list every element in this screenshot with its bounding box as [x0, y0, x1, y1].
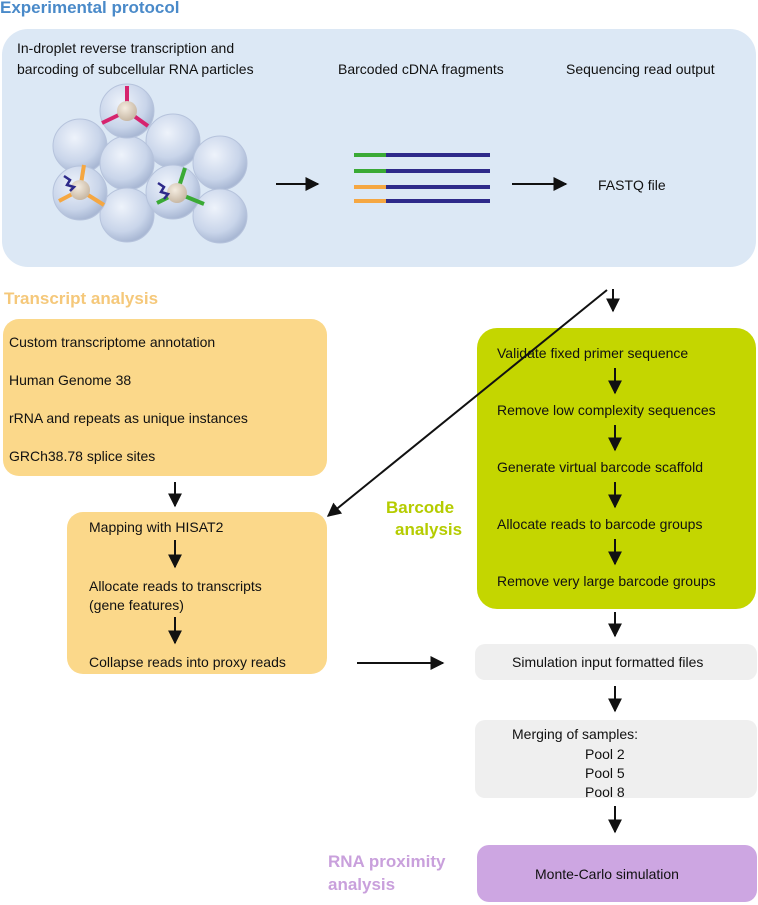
- monte-carlo-box: [477, 845, 757, 902]
- allocate-transcripts-line2: (gene features): [89, 597, 184, 613]
- pool-item: Pool 8: [585, 784, 625, 800]
- simulation-input-box: [475, 644, 757, 680]
- annotation-item: GRCh38.78 splice sites: [9, 448, 156, 464]
- annotation-item: Human Genome 38: [9, 372, 132, 388]
- droplet: [192, 188, 248, 244]
- rna-particle-pink: [101, 86, 150, 128]
- mapping-box: [67, 512, 327, 674]
- annotation-item: rRNA and repeats as unique instances: [9, 410, 248, 426]
- barcode-step: Remove low complexity sequences: [497, 402, 716, 418]
- protocol-step1-line1: In-droplet reverse transcription and: [17, 40, 235, 56]
- flow-arrows: [168, 177, 622, 834]
- simulation-input-label: Simulation input formatted files: [512, 654, 704, 670]
- cdna-fragments: [354, 153, 490, 203]
- barcode-step: Allocate reads to barcode groups: [497, 516, 703, 532]
- rna-particle-orange: [58, 164, 106, 207]
- barcode-title-line1: Barcode: [386, 498, 455, 517]
- mapping-label: Mapping with HISAT2: [89, 519, 224, 535]
- barcode-step: Generate virtual barcode scaffold: [497, 459, 703, 475]
- barcode-step: Remove very large barcode groups: [497, 573, 716, 589]
- pool-item: Pool 2: [585, 746, 625, 762]
- droplet: [192, 135, 248, 191]
- transcript-title: Transcript analysis: [4, 289, 159, 308]
- droplet: [99, 187, 155, 243]
- annotation-item: Custom transcriptome annotation: [9, 334, 216, 350]
- protocol-title: Experimental protocol: [0, 0, 180, 17]
- merging-box: [475, 720, 757, 798]
- droplet-cluster: [52, 83, 248, 244]
- fastq-label: FASTQ file: [598, 177, 666, 193]
- droplet: [99, 135, 155, 191]
- monte-carlo-label: Monte-Carlo simulation: [535, 866, 679, 882]
- droplet: [52, 118, 108, 174]
- annotation-box: [3, 319, 327, 476]
- merging-title: Merging of samples:: [512, 726, 639, 742]
- collapse-label: Collapse reads into proxy reads: [89, 654, 286, 670]
- allocate-transcripts-line1: Allocate reads to transcripts: [89, 578, 262, 594]
- pool-item: Pool 5: [585, 765, 625, 781]
- protocol-step3-label: Sequencing read output: [566, 61, 715, 77]
- barcode-step: Validate fixed primer sequence: [497, 345, 689, 361]
- rna-particle-green: [156, 167, 205, 206]
- protocol-step2-label: Barcoded cDNA fragments: [338, 61, 504, 77]
- arrow: [326, 289, 608, 517]
- proximity-title-line2: analysis: [328, 875, 396, 894]
- protocol-step1-line2: barcoding of subcellular RNA particles: [17, 61, 254, 77]
- proximity-title-line1: RNA proximity: [328, 852, 446, 871]
- barcode-title-line2: analysis: [395, 520, 463, 539]
